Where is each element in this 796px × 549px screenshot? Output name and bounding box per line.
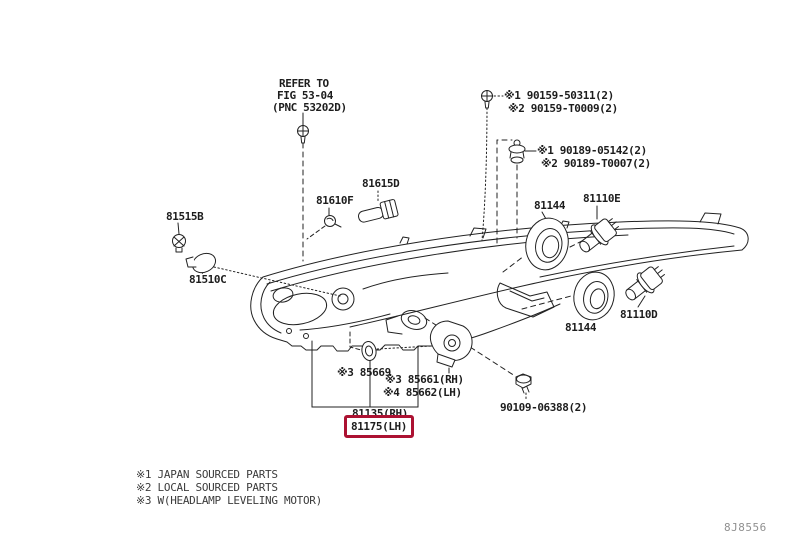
refer-note-line-2: FIG 53-04 <box>277 89 334 102</box>
part-label-85669[interactable]: ※3 85669 <box>337 366 391 379</box>
screw-icon-refer <box>297 125 309 144</box>
leader-lines <box>177 95 646 408</box>
screw-icon-top-right <box>481 90 493 109</box>
figure-code: 8J8556 <box>724 521 767 534</box>
grommet-clip-icon <box>508 139 526 164</box>
selected-part-highlight-box[interactable]: 81175(LH) <box>344 415 414 438</box>
part-label-81615d[interactable]: 81615D <box>362 177 400 190</box>
part-label-90189-jp[interactable]: ※1 90189-05142(2) <box>537 144 647 157</box>
seal-ring-81144-lower-icon <box>573 271 615 321</box>
part-label-81515b[interactable]: 81515B <box>166 210 204 223</box>
part-label-81175-lh-selected: 81175(LH) <box>350 419 407 433</box>
socket-81510c-icon <box>185 252 217 274</box>
refer-note-line-1: REFER TO <box>279 77 329 90</box>
cap-85669-icon <box>361 341 377 361</box>
leveling-motor-icon <box>430 320 473 368</box>
part-label-81110d[interactable]: 81110D <box>620 308 658 321</box>
part-label-85662-lh[interactable]: ※4 85662(LH) <box>383 386 462 399</box>
bulb-81615d-icon <box>358 199 399 223</box>
part-label-90189-local[interactable]: ※2 90189-T0007(2) <box>541 157 651 170</box>
bolt-90109-icon <box>515 373 532 394</box>
part-label-81510c[interactable]: 81510C <box>189 273 227 286</box>
legend-note-3: ※3 W(HEADLAMP LEVELING MOTOR) <box>136 494 322 507</box>
part-label-81144-upper[interactable]: 81144 <box>534 199 566 212</box>
part-label-81110e[interactable]: 81110E <box>583 192 621 205</box>
refer-note-line-3: (PNC 53202D) <box>272 101 347 114</box>
bulb-81110d-icon <box>625 266 665 301</box>
part-label-90159-jp[interactable]: ※1 90159-50311(2) <box>504 89 614 102</box>
bulb-81110e-icon <box>579 218 619 253</box>
seal-ring-81144-upper-icon <box>525 217 569 271</box>
part-label-81610f[interactable]: 81610F <box>316 194 354 207</box>
wedge-bulb-81515b-icon <box>172 234 186 253</box>
part-label-90159-local[interactable]: ※2 90159-T0009(2) <box>508 102 618 115</box>
part-label-85661-rh[interactable]: ※3 85661(RH) <box>385 373 464 386</box>
headlamp-unit-drawing <box>250 212 749 352</box>
legend-note-2: ※2 LOCAL SOURCED PARTS <box>136 481 278 494</box>
legend-note-1: ※1 JAPAN SOURCED PARTS <box>136 468 278 481</box>
part-label-81144-lower[interactable]: 81144 <box>565 321 597 334</box>
part-label-90109[interactable]: 90109-06388(2) <box>500 401 588 414</box>
clip-81610f-icon <box>324 215 342 228</box>
